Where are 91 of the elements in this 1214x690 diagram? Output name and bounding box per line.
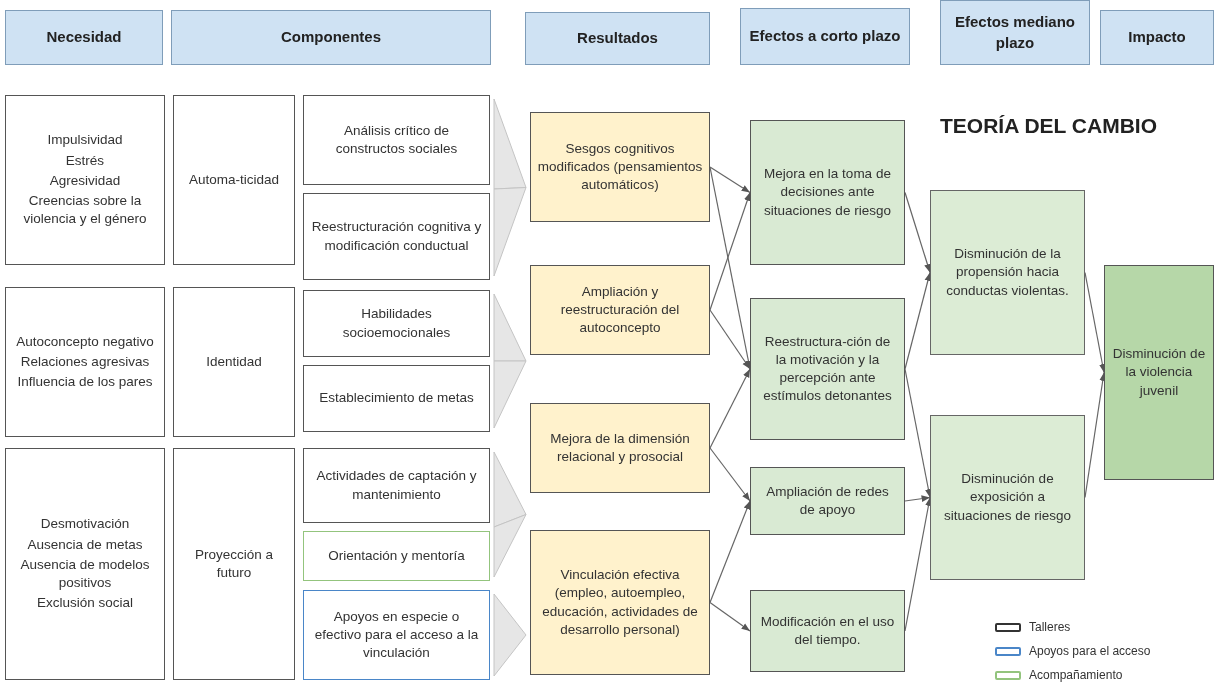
arrow: [904, 271, 932, 370]
chevron-arrow: [493, 593, 527, 677]
legend-label: Apoyos para el acceso: [1029, 644, 1151, 658]
legend-label: Talleres: [1029, 620, 1071, 634]
header-text: Efectos a corto plazo: [749, 26, 901, 47]
node-text: Relaciones agresivas: [20, 352, 150, 371]
arrow: [709, 191, 751, 311]
text-box: [303, 590, 490, 680]
text-box: [173, 448, 295, 680]
column-header: [740, 8, 910, 65]
text-box: [173, 95, 295, 265]
arrow: [904, 368, 932, 499]
chevron-arrow: [493, 187, 527, 277]
node-text: Ausencia de metas: [27, 535, 143, 554]
effect-box: [750, 120, 905, 265]
arrow: [904, 191, 931, 274]
header-text: Componentes: [281, 27, 381, 48]
node-text: Proyección a futuro: [193, 545, 274, 582]
node-text: Mejora de la dimensión relacional y prosocial: [549, 429, 691, 466]
node-text: Automa-ticidad: [188, 170, 279, 189]
node-text: Habilidades socioemocionales: [341, 305, 452, 342]
arrow: [709, 447, 751, 502]
node-text: Ampliación de redes de apoyo: [765, 482, 890, 519]
header-text: Necesidad: [46, 27, 122, 48]
node-text: Disminución de la propensión hacia conductas violentas.: [945, 245, 1070, 300]
node-text: Apoyos en especie o efectivo para el acceso a la vinculación: [313, 607, 480, 663]
arrow: [709, 309, 751, 370]
text-box: [303, 290, 490, 357]
node-text: Reestructura-ción de la motivación y la percepción ante estímulos detonantes: [762, 332, 893, 406]
chevron-arrow: [493, 514, 527, 578]
chevron-arrow: [493, 293, 527, 362]
node-text: Agresividad: [49, 171, 121, 190]
node-text: Estrés: [65, 151, 105, 170]
column-header: [5, 10, 163, 65]
text-box: [5, 95, 165, 265]
arrow: [709, 601, 751, 632]
result-box: [530, 530, 710, 675]
chevron-arrow: [493, 98, 527, 190]
node-text: Influencia de los pares: [17, 373, 153, 392]
node-text: Sesgos cognitivos modificados (pensamientos automáticos): [537, 139, 703, 195]
node-text: Establecimiento de metas: [319, 389, 474, 408]
text-box: [303, 531, 490, 581]
result-box: [530, 403, 710, 493]
text-box: [303, 448, 490, 523]
effect-box: [930, 415, 1085, 580]
header-text: Impacto: [1128, 27, 1186, 48]
arrow: [709, 368, 751, 449]
node-text: Orientación y mentoría: [328, 546, 465, 565]
header-text: Resultados: [577, 28, 658, 49]
result-box: [530, 265, 710, 355]
column-header: [1100, 10, 1214, 65]
node-text: Autoconcepto negativo: [16, 332, 154, 351]
node-text: Modificación en el uso del tiempo.: [759, 612, 896, 649]
result-box: [530, 112, 710, 222]
column-header: [940, 0, 1090, 65]
node-text: Desmotivación: [40, 515, 130, 534]
arrow: [904, 495, 931, 502]
text-box: [5, 448, 165, 680]
node-text: Creencias sobre la violencia y el género: [22, 192, 148, 229]
effect-box: [750, 590, 905, 672]
text-box: [173, 287, 295, 437]
effect-box: [750, 298, 905, 440]
effect-box: [750, 467, 905, 535]
arrow: [709, 166, 751, 194]
node-text: Vinculación efectiva (empleo, autoempleo, educación, actividades de desarrollo personal): [541, 566, 699, 639]
text-box: [303, 365, 490, 432]
node-text: Disminución de la violencia juvenil: [1111, 345, 1207, 400]
node-text: Identidad: [206, 352, 262, 371]
text-box: [303, 193, 490, 280]
node-text: Ampliación y reestructuración del autoconcepto: [559, 282, 681, 338]
node-text: Exclusión social: [36, 594, 133, 613]
text-box: [5, 287, 165, 437]
node-text: Reestructuración cognitiva y modificación conductual: [310, 218, 483, 255]
chevron-arrow: [493, 451, 527, 528]
text-box: [303, 95, 490, 185]
column-header: [525, 12, 710, 65]
node-text: Mejora en la toma de decisiones ante situaciones de riesgo: [763, 165, 892, 220]
legend-label: Acompañamiento: [1029, 668, 1123, 682]
node-text: Actividades de captación y mantenimiento: [315, 467, 478, 504]
node-text: Impulsividad: [47, 131, 123, 150]
chevron-arrow: [493, 360, 527, 429]
node-text: Ausencia de modelos positivos: [19, 555, 151, 593]
impact-box: [1104, 265, 1214, 480]
arrow: [904, 496, 932, 632]
diagram-title: TEORÍA DEL CAMBIO: [940, 114, 1157, 138]
header-text: Efectos mediano plazo: [954, 12, 1076, 53]
arrow: [709, 500, 751, 604]
effect-box: [930, 190, 1085, 355]
node-text: Disminución de exposición a situaciones de riesgo: [943, 470, 1072, 525]
column-header: [171, 10, 491, 65]
node-text: Análisis crítico de constructos sociales: [334, 121, 459, 158]
